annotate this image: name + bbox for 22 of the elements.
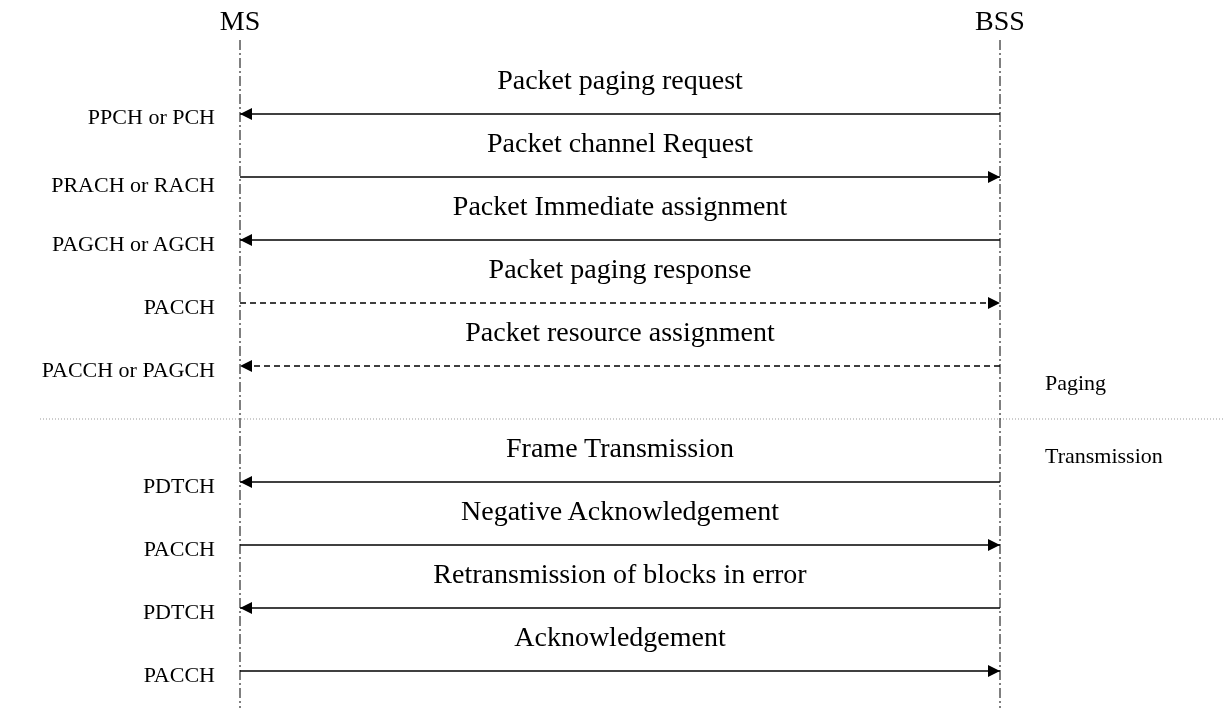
channel-label: PACCH <box>143 294 215 320</box>
channel-label: PACCH or PAGCH <box>41 357 215 383</box>
channel-label: PPCH or PCH <box>87 104 215 130</box>
message-arrow <box>239 171 1001 183</box>
channel-label: PACCH <box>143 536 215 562</box>
channel-label: PDTCH <box>142 599 215 625</box>
phase-label: Paging <box>1045 370 1107 396</box>
message-arrow <box>239 665 1001 677</box>
message-arrow <box>239 476 1001 488</box>
participant-label: BSS <box>974 4 1026 38</box>
channel-label: PAGCH or AGCH <box>52 231 215 257</box>
message-arrow <box>239 297 1001 309</box>
channel-label: PDTCH <box>142 473 215 499</box>
message-arrow <box>239 539 1001 551</box>
channel-label: PRACH or RACH <box>51 172 215 198</box>
message-arrow <box>239 108 1001 120</box>
message-arrow <box>239 602 1001 614</box>
message-arrow <box>239 234 1001 246</box>
channel-label: PACCH <box>143 662 215 688</box>
phase-label: Transmission <box>1045 443 1163 469</box>
participant-label: MS <box>218 4 262 38</box>
message-arrow <box>239 360 1001 372</box>
